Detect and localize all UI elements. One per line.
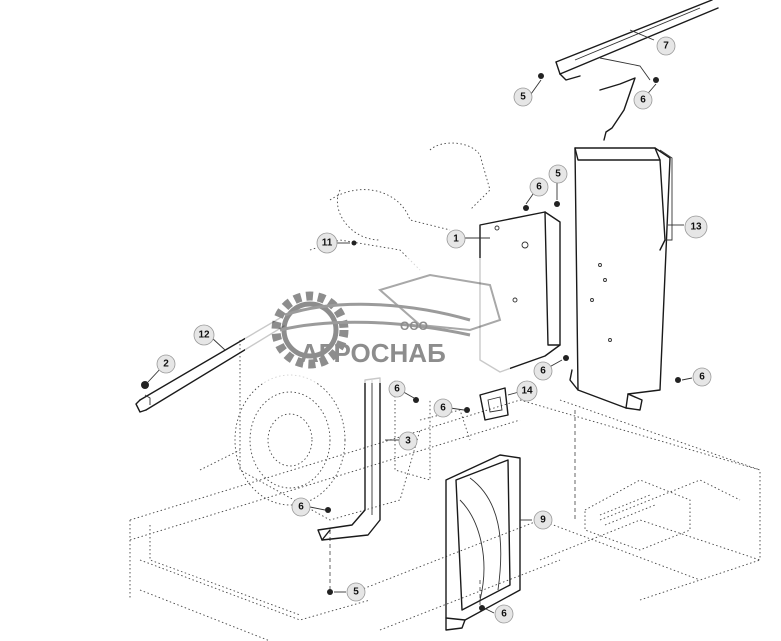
svg-text:5: 5: [353, 587, 359, 598]
callout-6: 6: [291, 497, 311, 517]
bolt-icon: [413, 397, 419, 403]
callout-6: 6: [633, 90, 653, 110]
part-7-rail: [555, 0, 719, 81]
callout-6: 6: [692, 367, 712, 387]
svg-text:3: 3: [405, 436, 411, 447]
svg-text:1: 1: [453, 234, 459, 245]
bolt-icon: [653, 77, 659, 83]
watermark-logo: ООО АГРОСНАБ: [245, 258, 510, 383]
svg-text:11: 11: [322, 238, 333, 249]
part-13-side-panel: [569, 77, 673, 411]
watermark-prefix: ООО: [400, 319, 428, 333]
callout-13: 13: [684, 215, 708, 239]
svg-text:6: 6: [699, 372, 705, 383]
svg-text:6: 6: [440, 403, 446, 414]
svg-text:9: 9: [540, 515, 546, 526]
svg-text:12: 12: [198, 330, 210, 341]
callout-1: 1: [446, 229, 466, 249]
valve-block: [584, 479, 691, 551]
bolt-icon: [479, 605, 485, 611]
callout-2: 2: [156, 354, 176, 374]
callout-5: 5: [346, 582, 366, 602]
callout-5: 5: [548, 164, 568, 184]
svg-text:6: 6: [298, 502, 304, 513]
callouts: 7 5 6 13 6 5 1 11 12 2 6 6 14 6 6 3 9 6 …: [156, 36, 712, 624]
bolt-icon: [554, 201, 560, 207]
bolt-icon: [523, 205, 529, 211]
callout-6: 6: [388, 380, 406, 398]
callout-9: 9: [533, 510, 553, 530]
callout-7: 7: [656, 36, 676, 56]
svg-text:6: 6: [501, 609, 507, 620]
watermark-name: АГРОСНАБ: [300, 338, 446, 368]
harvester-icon: [279, 273, 502, 337]
bolt-icon: [141, 381, 149, 389]
part-14-small-bracket: [479, 387, 509, 421]
bolt-icon: [325, 507, 331, 513]
callout-6: 6: [433, 398, 453, 418]
svg-text:14: 14: [521, 386, 533, 397]
callout-5: 5: [513, 87, 533, 107]
callout-11: 11: [316, 232, 338, 254]
part-9-shroud-frame: [445, 454, 521, 631]
bolt-icon: [464, 407, 470, 413]
svg-text:6: 6: [640, 95, 646, 106]
engine-block: [234, 142, 491, 521]
svg-text:2: 2: [163, 359, 169, 370]
callout-6: 6: [529, 177, 549, 197]
svg-text:5: 5: [520, 92, 526, 103]
callout-12: 12: [193, 324, 215, 346]
svg-text:6: 6: [540, 366, 546, 377]
bolt-icon: [563, 355, 569, 361]
svg-text:5: 5: [555, 169, 561, 180]
svg-text:6: 6: [394, 384, 400, 395]
fasteners: [141, 73, 681, 611]
svg-text:13: 13: [690, 222, 702, 233]
part-3-vertical-bracket: [317, 377, 381, 541]
callout-3: 3: [398, 431, 418, 451]
bolt-icon: [675, 377, 681, 383]
callout-6: 6: [494, 604, 514, 624]
bolt-icon: [327, 589, 333, 595]
callout-14: 14: [516, 380, 538, 402]
bolt-icon: [538, 73, 544, 79]
chassis-frame: [129, 399, 761, 641]
callout-6: 6: [533, 361, 553, 381]
svg-text:7: 7: [663, 41, 669, 52]
bolt-icon: [351, 240, 357, 246]
svg-text:6: 6: [536, 182, 542, 193]
